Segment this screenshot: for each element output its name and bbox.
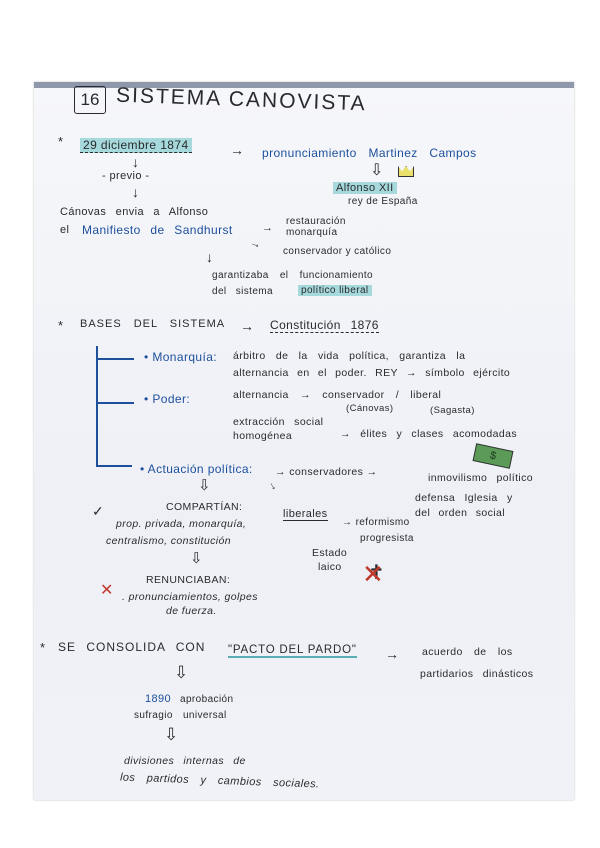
politico-liberal: político liberal (298, 285, 372, 296)
poder-desc: alternancia → conservador / liberal (233, 389, 442, 401)
bullet: * (40, 640, 47, 655)
inmovilismo: inmovilismo político (428, 472, 534, 484)
arrow: → (385, 646, 400, 662)
estado: Estado (312, 547, 348, 559)
bases-heading: BASES DEL SISTEMA (80, 318, 226, 330)
hollow-down-arrow-icon: ⇩ (190, 550, 203, 567)
arrow: → (240, 318, 255, 334)
down-arrow-icon: ↓ (132, 184, 139, 200)
orden-social: del orden social (415, 507, 505, 519)
x-mark-icon: ✕ (100, 582, 114, 599)
arrow: → (262, 222, 274, 234)
poder-label: • Poder: (144, 392, 191, 406)
renunciaban-2: de fuerza. (166, 605, 217, 617)
page-edge (34, 82, 574, 88)
alfonso-xii: Alfonso XII (333, 182, 397, 194)
garantizaba-text: garantizaba el funcionamiento (212, 270, 374, 281)
monarquia-desc-2: alternancia en el poder. REY → símbolo e… (233, 367, 511, 379)
liberales: liberales (283, 508, 328, 521)
arrow: → (230, 142, 245, 158)
bullet: * (58, 134, 65, 149)
monarquia-desc-1: árbitro de la vida política, garantiza l… (233, 350, 466, 362)
renunciaban-heading: RENUNCIABAN: (146, 574, 231, 586)
hollow-down-arrow-icon: ⇩ (198, 477, 211, 494)
sufragio-universal: sufragio universal (134, 710, 227, 721)
constitucion-1876: Constitución 1876 (270, 318, 379, 333)
acuerdo-1: acuerdo de los (422, 646, 513, 658)
crossed-cross-icon: ✝✕ (362, 559, 385, 589)
event: pronunciamiento Martinez Campos (262, 146, 477, 160)
hollow-down-arrow-icon: ⇩ (164, 725, 179, 744)
canovas-text: Cánovas envia a Alfonso (60, 206, 209, 218)
bracket-arrow (96, 465, 132, 467)
bracket-arrow (96, 402, 134, 404)
bullet: * (58, 318, 65, 333)
monarquia-label: • Monarquía: (144, 350, 218, 364)
el-text: el (60, 224, 70, 236)
bracket-arrow (96, 358, 134, 360)
rey-espana: rey de España (348, 196, 418, 207)
monarquia-text: monarquía (286, 227, 338, 238)
check-icon: ✓ (92, 503, 104, 519)
del-sistema: del sistema (212, 286, 273, 297)
acuerdo-2: partidarios dinásticos (420, 668, 534, 680)
compartian-1: prop. privada, monarquía, (116, 518, 247, 530)
conservadores: → conservadores → (275, 466, 378, 478)
elites-text: → élites y clases acomodadas (340, 428, 518, 440)
previo-label: - previo - (102, 170, 150, 182)
down-arrow-icon: ↓ (132, 154, 139, 170)
laico: laico (318, 561, 342, 573)
bracket-line (96, 346, 98, 466)
notebook-page (34, 82, 574, 800)
down-arrow-icon: ↓ (206, 249, 213, 265)
compartian-2: centralismo, constitución (106, 535, 231, 547)
homogenea: homogénea (233, 430, 293, 442)
year-1890: 1890 (145, 693, 172, 705)
defensa-iglesia: defensa Iglesia y (415, 492, 513, 504)
hollow-down-arrow-icon: ⇩ (174, 663, 189, 682)
conservador-catolico: conservador y católico (283, 246, 392, 257)
divisiones-1: divisiones internas de (124, 755, 246, 767)
hollow-down-arrow-icon: ⇩ (370, 162, 384, 179)
manifiesto-sandhurst: Manifiesto de Sandhurst (82, 223, 233, 237)
crown-icon (398, 166, 414, 177)
reformismo: → reformismo (342, 517, 410, 528)
renunciaban-1: . pronunciamientos, golpes (122, 591, 258, 603)
date: 29 diciembre 1874 (80, 138, 192, 153)
progresista: progresista (360, 533, 414, 544)
actuacion-label: • Actuación política: (140, 462, 253, 476)
canovas-party: (Cánovas) (346, 403, 394, 414)
sagasta-party: (Sagasta) (430, 405, 475, 416)
consolida-heading: SE CONSOLIDA CON (58, 640, 206, 654)
chapter-number: 16 (74, 86, 106, 114)
pacto-del-pardo: "PACTO DEL PARDO" (228, 644, 357, 658)
compartian-heading: COMPARTÍAN: (166, 501, 243, 513)
restauracion: restauración (286, 216, 346, 227)
extraccion-social: extracción social (233, 416, 324, 428)
aprobacion: aprobación (180, 694, 234, 705)
